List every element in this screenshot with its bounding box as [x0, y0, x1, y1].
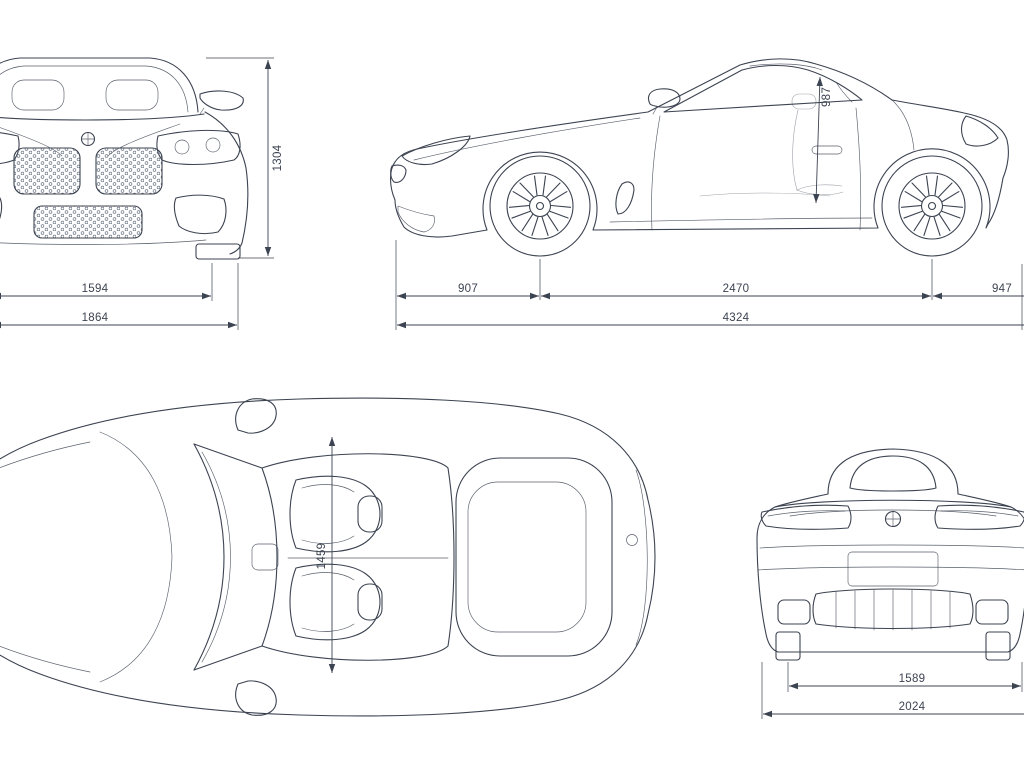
seat-right: [289, 563, 383, 641]
cockpit-opening: [261, 453, 455, 661]
center-console: [251, 543, 279, 571]
side-grille: [390, 164, 407, 183]
seat-right-headrest: [357, 583, 383, 621]
taillight-right: [934, 504, 1024, 530]
rear-softtop: [827, 448, 959, 495]
kidney-grille-right: [95, 147, 163, 195]
dim-track-width: 1594: [0, 263, 213, 301]
dim-rear-overall-width: 2024: [761, 662, 1024, 719]
dim-cabin-length: 1459: [316, 437, 336, 673]
side-window: [663, 65, 863, 113]
front-view: 1304 1594 1864: [0, 57, 284, 330]
taillight-left: [760, 504, 852, 530]
exhaust-left: [777, 599, 811, 625]
side-view: 987 907 2470 947: [389, 58, 1024, 330]
dim-cabin-length-value: 1459: [316, 543, 328, 570]
top-windshield: [193, 443, 225, 671]
headrest-left: [11, 79, 65, 111]
rear-tire-left: [775, 631, 801, 661]
headrest-right: [105, 79, 159, 111]
top-body-outline: [0, 397, 656, 717]
dim-overall-width: 1864: [0, 263, 239, 330]
rear-deck: [455, 457, 613, 657]
side-mirror: [647, 88, 681, 108]
dim-height-value: 1304: [272, 144, 284, 171]
rear-view: 1589 2024: [756, 448, 1024, 719]
dim-track-width-value: 1594: [82, 283, 109, 295]
dim-rear-overall-width-value: 2024: [899, 701, 926, 713]
front-center-intake: [33, 205, 143, 239]
kidney-grille-left: [13, 147, 81, 195]
dim-interior-height-value: 987: [821, 87, 833, 107]
fender-vent: [615, 181, 635, 215]
bmw-roundel-front: [80, 131, 96, 147]
dim-rear-overhang: 947: [933, 283, 1024, 300]
top-view: 1459: [0, 397, 656, 717]
front-side-intake-left: [0, 197, 3, 220]
front-side-intake-right: [173, 194, 227, 235]
dim-overall-length-value: 4324: [723, 312, 750, 324]
exhaust-right: [975, 599, 1009, 625]
dim-front-overhang-value: 907: [458, 283, 478, 295]
top-mirror-right: [235, 680, 277, 716]
front-tire-right: [195, 243, 241, 260]
dim-rows-side: 907 2470 947 4324: [395, 240, 1024, 330]
bmw-roundel-rear: [884, 510, 902, 528]
front-windshield: [0, 57, 199, 113]
rear-diffuser: [812, 588, 974, 630]
seat-left-headrest: [357, 495, 383, 533]
mirror-right: [199, 90, 244, 111]
dim-rear-track-value: 1589: [899, 673, 926, 685]
license-plate-recess: [847, 551, 939, 587]
side-taillight: [960, 115, 999, 147]
dim-overall-width-value: 1864: [82, 312, 109, 324]
dim-wheelbase: 2470: [541, 283, 931, 300]
rear-tire-right: [985, 631, 1011, 661]
headlight-right: [156, 129, 241, 165]
wheel-rear: [881, 155, 983, 257]
wheel-front: [489, 155, 591, 257]
dim-front-overhang: 907: [397, 283, 539, 300]
dim-wheelbase-value: 2470: [723, 283, 750, 295]
dim-overall-length: 4324: [397, 312, 1024, 329]
dim-rear-overhang-value: 947: [992, 283, 1012, 295]
side-headlight: [401, 135, 471, 166]
seat-left: [289, 475, 383, 553]
rear-deck-inner: [467, 481, 587, 633]
rear-window: [849, 455, 937, 492]
interior-seat-ghost: [699, 93, 844, 197]
side-body-outline: [389, 58, 1009, 238]
dim-height: 1304: [206, 57, 284, 259]
door-handle: [811, 145, 843, 155]
fuel-cap: [626, 534, 638, 546]
dim-rear-track: 1589: [787, 662, 1023, 692]
dim-interior-height: 987: [813, 76, 833, 204]
top-mirror-left: [235, 398, 277, 434]
